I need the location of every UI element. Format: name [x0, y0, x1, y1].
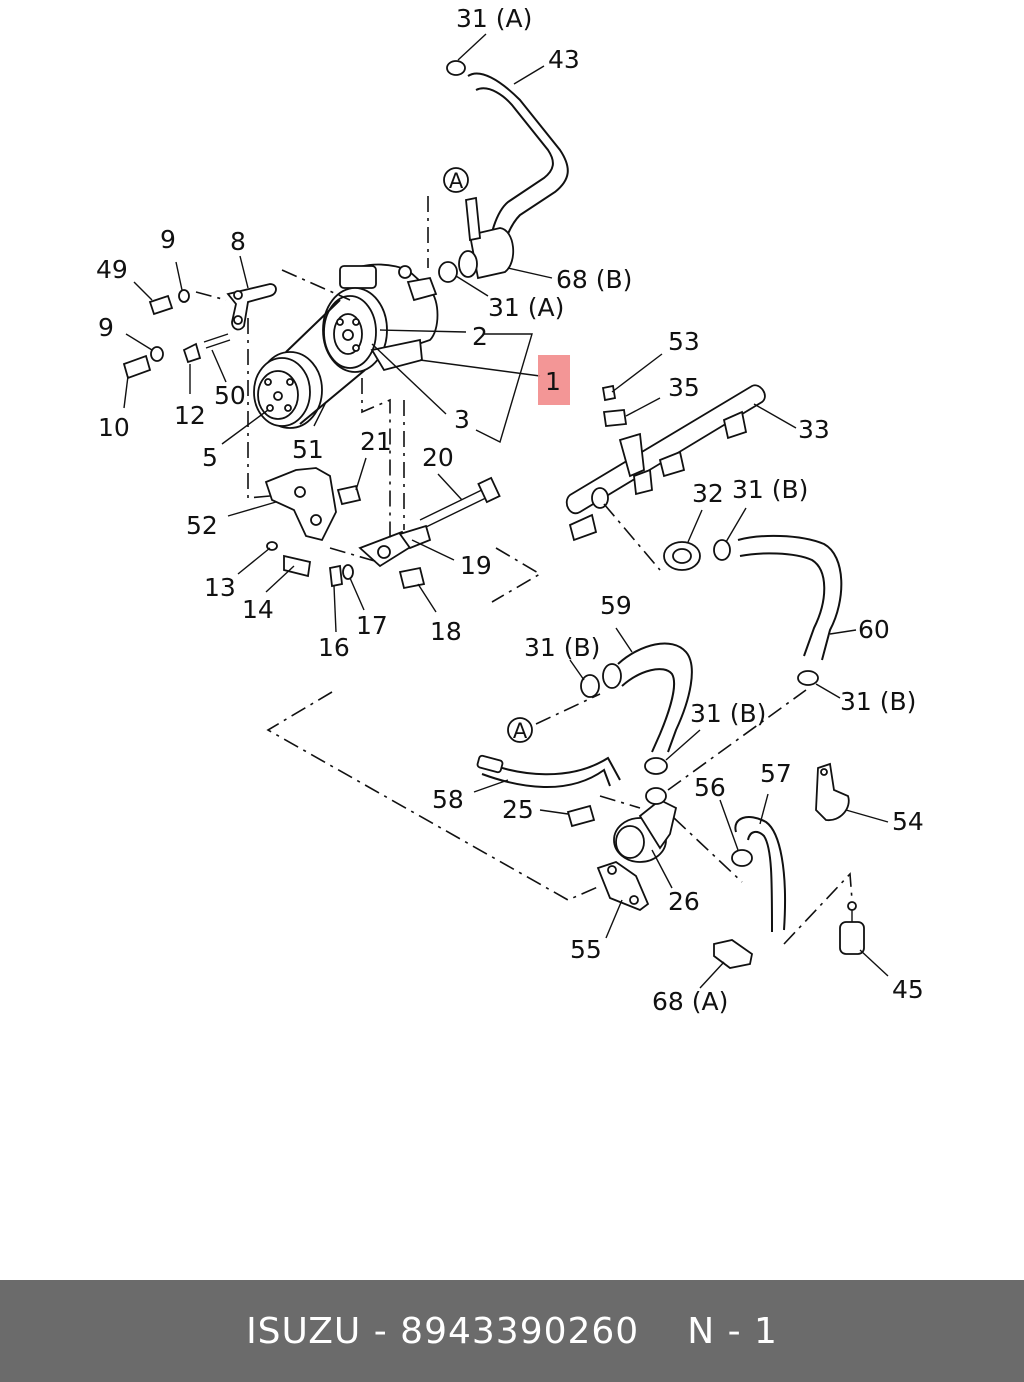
- rail-33: [565, 384, 766, 542]
- washer-9a: [178, 289, 190, 303]
- callout-17: 17: [356, 611, 388, 640]
- callout-12: 12: [174, 401, 206, 430]
- o-ring-31a-top: [446, 60, 466, 76]
- callout-50: 50: [214, 381, 246, 410]
- callout-52: 52: [186, 511, 218, 540]
- hose-60: [737, 534, 843, 686]
- nut-16-washer-17: [329, 564, 354, 588]
- pump-assembly: [253, 263, 439, 429]
- callout-58: 58: [432, 785, 464, 814]
- o-ring-56: [731, 849, 753, 867]
- callout-26: 26: [668, 887, 700, 916]
- callout-25: 25: [502, 795, 534, 824]
- footer-bar: ISUZU - 8943390260 N - 1: [0, 1280, 1024, 1382]
- callout-18: 18: [430, 617, 462, 646]
- callout-21: 21: [360, 427, 392, 456]
- callout-10: 10: [98, 413, 130, 442]
- callout-1: 1: [545, 367, 561, 396]
- bracket-55: [596, 861, 650, 912]
- bolt-49: [148, 289, 190, 316]
- callout-31b-c: 31 (B): [690, 699, 766, 728]
- washer-9b: [150, 346, 164, 362]
- highlight-part-1: [538, 355, 570, 405]
- clip-35: [602, 409, 628, 427]
- callout-56: 56: [694, 773, 726, 802]
- callout-9a: 9: [160, 225, 176, 254]
- o-ring-31b-c: [644, 757, 668, 775]
- nut-53: [601, 384, 617, 402]
- callout-19: 19: [460, 551, 492, 580]
- svg-text:A: A: [513, 719, 528, 743]
- leader-lines: [123, 33, 889, 989]
- pipe-58: [476, 754, 621, 788]
- callout-labels: 31 (A) 43 68 (B) 31 (A) 2 3 9 8 49 9 12 …: [96, 4, 924, 1016]
- hose-43: [446, 60, 569, 263]
- reference-lines: [195, 196, 853, 945]
- valve-32: [663, 539, 731, 571]
- callout-43: 43: [548, 45, 580, 74]
- brand-name: ISUZU: [246, 1310, 362, 1352]
- callout-53: 53: [668, 327, 700, 356]
- callout-55: 55: [570, 935, 602, 964]
- callout-31b-a: 31 (B): [732, 475, 808, 504]
- callout-3: 3: [454, 405, 470, 434]
- callout-31a-top: 31 (A): [456, 4, 532, 33]
- callout-35: 35: [668, 373, 700, 402]
- hose-59: [580, 642, 693, 775]
- callout-49: 49: [96, 255, 128, 284]
- clip-68a: [713, 939, 753, 969]
- sensor-45: [839, 901, 865, 955]
- callout-45: 45: [892, 975, 924, 1004]
- callout-20: 20: [422, 443, 454, 472]
- parts-diagram: A A 31 (A) 43 68 (B) 31 (A) 2 3 9 8 49 9…: [96, 4, 924, 1016]
- bolt-20: [358, 476, 501, 568]
- callout-54: 54: [892, 807, 924, 836]
- bolt-10: [122, 346, 164, 380]
- callout-5: 5: [202, 443, 218, 472]
- callout-16: 16: [318, 633, 350, 662]
- o-ring-31b-b: [580, 674, 600, 698]
- bracket-52: [264, 467, 337, 542]
- bolt-21: [336, 484, 362, 506]
- svg-text:A: A: [449, 169, 464, 193]
- ref-a-bottom: A: [507, 717, 533, 743]
- callout-32: 32: [692, 479, 724, 508]
- clamp-54: [815, 762, 850, 821]
- callout-9b: 9: [98, 313, 114, 342]
- callout-68b: 68 (B): [556, 265, 632, 294]
- callout-13: 13: [204, 573, 236, 602]
- callout-2: 2: [472, 322, 488, 351]
- o-ring-31a-mid: [438, 261, 458, 283]
- hose-57: [731, 816, 787, 933]
- nut-12-stud-50: [182, 333, 231, 364]
- ref-a-top: A: [443, 167, 469, 193]
- callout-31b-d: 31 (B): [840, 687, 916, 716]
- callout-33: 33: [798, 415, 830, 444]
- callout-31a-mid: 31 (A): [488, 293, 564, 322]
- bolt-18: [398, 566, 426, 590]
- bolt-14-washer-13: [266, 541, 312, 578]
- part-number: 8943390260: [400, 1310, 640, 1352]
- o-ring-31b-d: [797, 670, 819, 686]
- callout-59: 59: [600, 591, 632, 620]
- valve-26: [566, 787, 678, 863]
- callout-31b-b: 31 (B): [524, 633, 600, 662]
- o-ring-31b-a: [713, 539, 731, 561]
- callout-60: 60: [858, 615, 890, 644]
- fitting-68b: [438, 196, 514, 283]
- callout-8: 8: [230, 227, 246, 256]
- fitting-25: [566, 804, 596, 828]
- callout-14: 14: [242, 595, 274, 624]
- page-reference: N - 1: [687, 1310, 778, 1352]
- callout-57: 57: [760, 759, 792, 788]
- separator: -: [373, 1310, 388, 1352]
- callout-51: 51: [292, 435, 324, 464]
- bracket-8: [226, 283, 277, 331]
- callout-68a: 68 (A): [652, 987, 728, 1016]
